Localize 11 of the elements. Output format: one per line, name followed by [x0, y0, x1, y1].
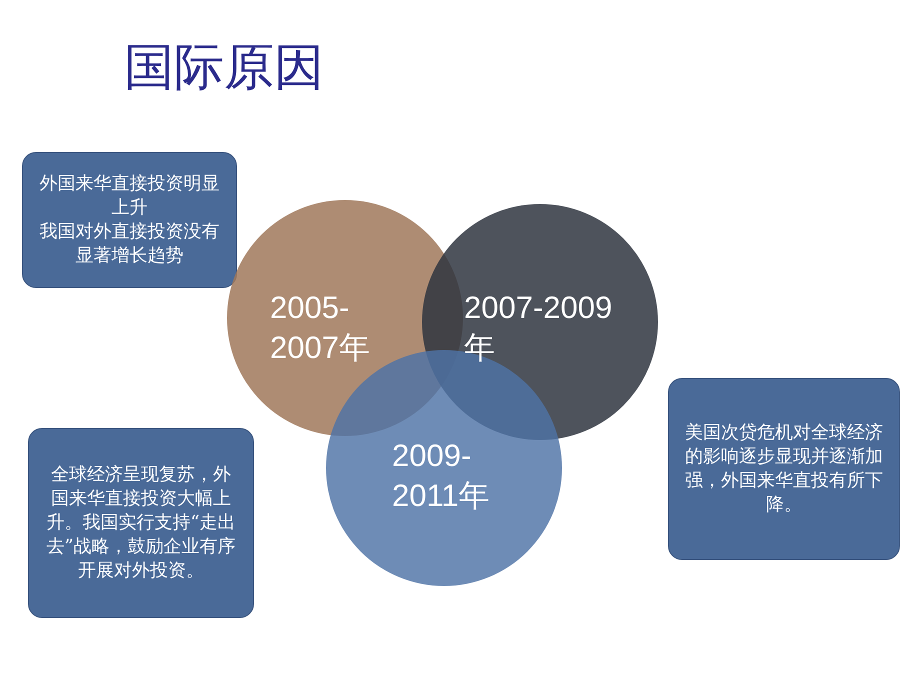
- year-range-label: 2005-2007年: [270, 289, 371, 367]
- title-heading: 国际原因: [124, 37, 324, 98]
- year-range-label: 2007-2009年: [464, 289, 614, 367]
- description-text: 我国对外直接投资没有显著增长趋势: [38, 220, 220, 268]
- description-text: 全球经济呈现复苏，外国来华直接投资大幅上升。我国实行支持“走出去”战略，鼓励企业有序开展对外投资。: [45, 463, 237, 583]
- year-range-label: 2009-2011年: [392, 437, 491, 515]
- text-panel: [28, 428, 254, 618]
- description-text: 外国来华直接投资明显上升: [38, 172, 220, 220]
- text-panel: [22, 152, 237, 288]
- description-text: 美国次贷危机对全球经济的影响逐步显现并逐渐加强，外国来华直投有所下降。: [684, 421, 884, 517]
- text-panel: [668, 378, 900, 560]
